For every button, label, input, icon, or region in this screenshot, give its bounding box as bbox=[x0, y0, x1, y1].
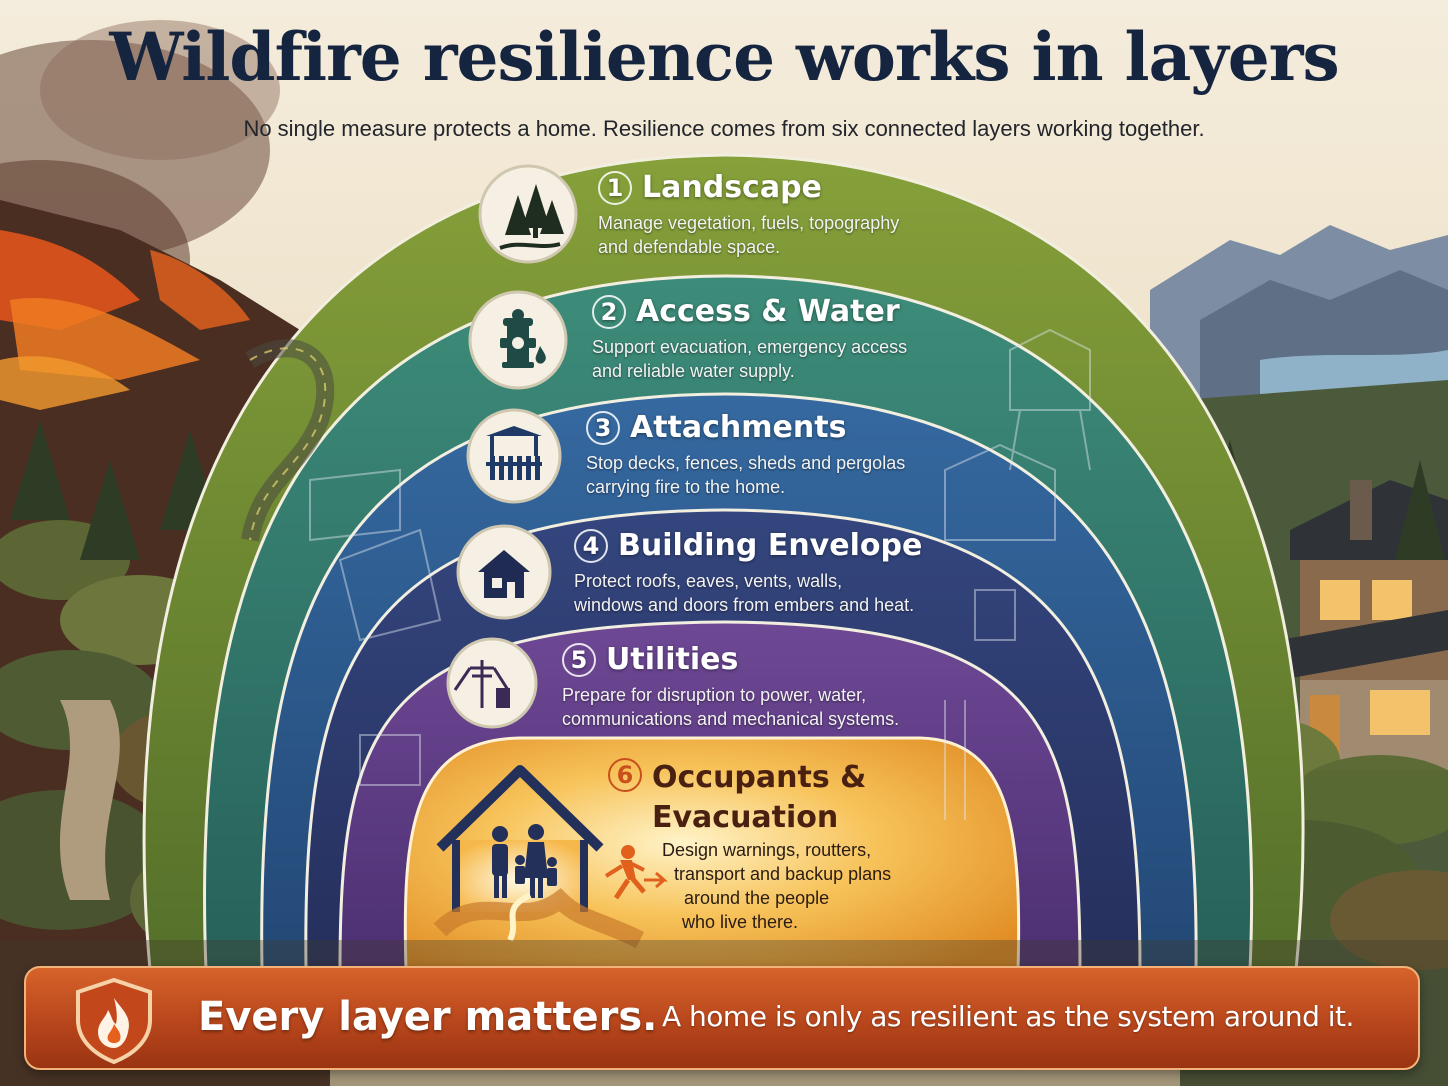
layer-number: 3 bbox=[586, 410, 620, 445]
layer-number: 2 bbox=[592, 294, 626, 329]
layer-attachments: 3 Attachments Stop decks, fences, sheds … bbox=[586, 410, 946, 499]
layer-building-envelope: 4 Building Envelope Protect roofs, eaves… bbox=[574, 528, 934, 617]
layer-description: Support evacuation, emergency access and… bbox=[592, 337, 908, 381]
layer-number: 4 bbox=[574, 528, 608, 563]
layer-description: Protect roofs, eaves, vents, walls, wind… bbox=[574, 571, 915, 615]
layer-number: 6 bbox=[608, 758, 642, 792]
layer-utilities: 5 Utilities Prepare for disruption to po… bbox=[562, 642, 922, 731]
family-house-illustration bbox=[433, 765, 645, 949]
flame-shield-icon bbox=[76, 977, 152, 1064]
layer-6-description: Design warnings, routters, transport and… bbox=[662, 840, 892, 932]
layer-access-water: 2 Access & Water Support evacuation, eme… bbox=[592, 294, 952, 383]
layer-title: Access & Water bbox=[636, 294, 900, 329]
layer-description: Prepare for disruption to power, water, … bbox=[562, 685, 900, 729]
banner-message: A home is only as resilient as the syste… bbox=[662, 1000, 1354, 1033]
layer-title: Utilities bbox=[606, 642, 739, 677]
layer-icons bbox=[433, 164, 668, 949]
layer-title: Building Envelope bbox=[618, 528, 923, 563]
layer-number: 1 bbox=[598, 170, 632, 205]
bottom-banner: Every layer matters. A home is only as r… bbox=[24, 966, 1420, 1070]
layer-title-line: Evacuation bbox=[652, 800, 839, 835]
layer-title: Attachments bbox=[630, 410, 847, 445]
page-subtitle: No single measure protects a home. Resil… bbox=[243, 116, 1205, 141]
layer-number: 5 bbox=[562, 642, 596, 677]
banner-headline: Every layer matters. bbox=[198, 994, 658, 1040]
layer-landscape: 1 Landscape Manage vegetation, fuels, to… bbox=[598, 170, 958, 259]
layer-description: Stop decks, fences, sheds and pergolas c… bbox=[586, 453, 906, 497]
page-title: Wildfire resilience works in layers bbox=[109, 18, 1339, 96]
layer-description: Manage vegetation, fuels, topography and… bbox=[598, 213, 900, 257]
layer-title: Landscape bbox=[642, 170, 822, 205]
layer-title-line: Occupants & bbox=[652, 760, 867, 795]
layer-occupants-evacuation: 6 Occupants & Evacuation bbox=[608, 758, 866, 838]
